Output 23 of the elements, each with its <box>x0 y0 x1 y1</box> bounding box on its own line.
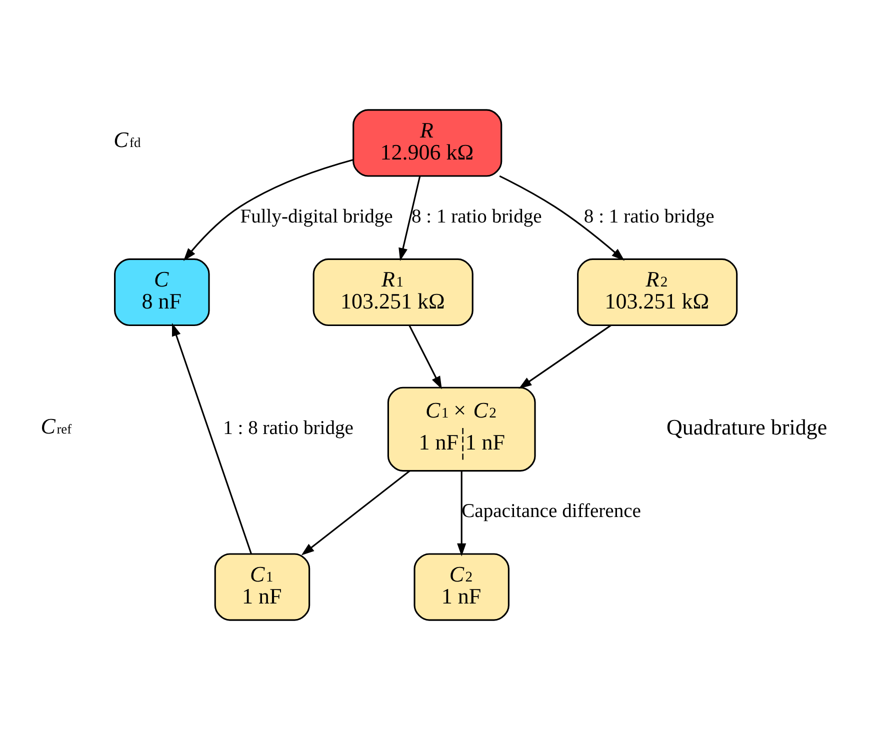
edge-label: 8 : 1 ratio bridge <box>583 206 714 227</box>
node-box: R2 103.251 kΩ <box>576 258 738 326</box>
label: Cfd <box>113 126 140 152</box>
arrow <box>518 324 611 388</box>
node-box: C 8 nF <box>114 258 210 326</box>
edge-label: 8 : 1 ratio bridge <box>410 206 542 227</box>
label: Quadrature bridge <box>666 414 827 440</box>
arrow <box>171 322 252 554</box>
node-box: R1 103.251 kΩ <box>312 258 473 326</box>
node-box: C2 1 nF <box>413 552 509 620</box>
arrow <box>498 174 624 260</box>
arrow <box>408 324 442 389</box>
edge-label: Capacitance difference <box>461 500 640 522</box>
arrow <box>456 470 466 556</box>
arrow <box>182 158 353 261</box>
arrow <box>300 470 410 555</box>
label: Cref <box>40 412 72 438</box>
arrow <box>398 175 420 261</box>
node-box: C1 × C2 1 nF 1 nF <box>386 386 536 472</box>
node-box: C1 1 nF <box>214 552 310 620</box>
edge-label: Fully-digital bridge <box>240 206 392 227</box>
edge-label: 1 : 8 ratio bridge <box>222 417 353 438</box>
node-box: R 12.906 kΩ <box>352 108 502 176</box>
